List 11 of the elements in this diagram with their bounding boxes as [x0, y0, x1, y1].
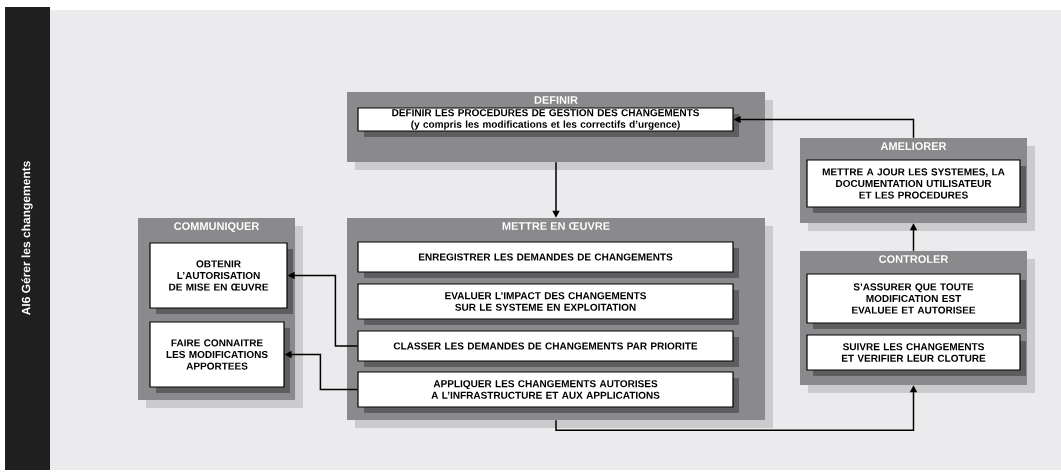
step-box: OBTENIR L’AUTORISATION DE MISE EN ŒUVRE [149, 242, 293, 314]
step-box: CLASSER LES DEMANDES DE CHANGEMENTS PAR PRIORITE [357, 330, 739, 367]
step-box: FAIRE CONNAITRE LES MODIFICATIONS APPORTEES [149, 321, 290, 393]
step-box: SUIVRE LES CHANGEMENTS ET VERIFIER LEUR CLOTURE [806, 334, 1026, 376]
step-box: APPLIQUER LES CHANGEMENTS AUTORISES A L’INFRASTRUCTURE ET AUX APPLICATIONS [357, 371, 739, 413]
step-box: DEFINIR LES PROCEDURES DE GESTION DES CHANGEMENTS (y compris les modifications et les correctifs d’urgence) [357, 107, 739, 137]
step-box: METTRE A JOUR LES SYSTEMES, LA DOCUMENTATION UTILISATEUR ET LES PROCEDURES [806, 159, 1026, 213]
step-box: ENREGISTRER LES DEMANDES DE CHANGEMENTS [357, 241, 739, 278]
step-box: S’ASSURER QUE TOUTE MODIFICATION EST EVALUEE ET AUTORISEE [806, 273, 1026, 329]
title-band: AI6 Gérer les changements [5, 7, 50, 470]
step-box: EVALUER L’IMPACT DES CHANGEMENTS SUR LE SYSTEME EN EXPLOITATION [357, 283, 739, 325]
